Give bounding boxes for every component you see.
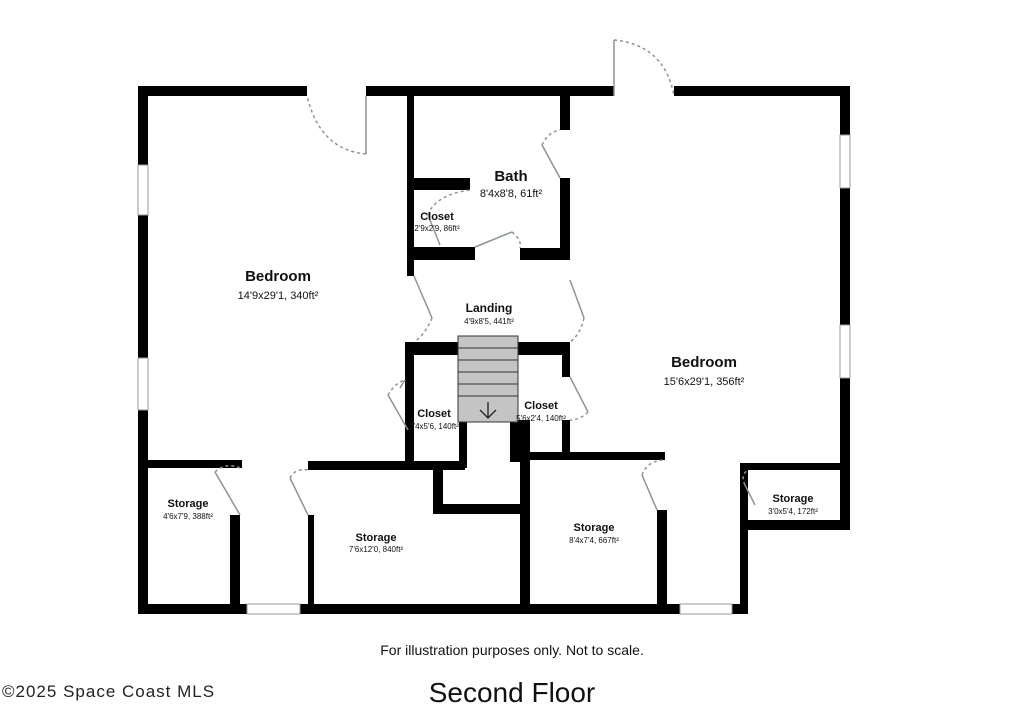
room-dims: 14'9x29'1, 340ft² — [238, 290, 319, 302]
room-name: Storage — [356, 532, 397, 544]
room-name: Bath — [494, 168, 527, 185]
room-dims: 7'6x12'0, 840ft² — [349, 545, 404, 554]
room-name: Storage — [773, 493, 814, 505]
room-dims: 5'6x2'4, 140ft² — [516, 414, 566, 423]
floor-title: Second Floor — [428, 677, 596, 708]
doors — [214, 39, 756, 516]
room-dims: 3'0x5'4, 172ft² — [768, 507, 818, 516]
copyright-watermark: ©2025 Space Coast MLS — [2, 682, 216, 701]
room-dims: 4'9x8'5, 441ft² — [464, 317, 514, 326]
room-dims: 2'9x2'9, 86ft² — [414, 224, 460, 233]
room-dims: 15'6x29'1, 356ft² — [664, 376, 745, 388]
walls — [138, 86, 850, 614]
room-labels: Bedroom 14'9x29'1, 340ft² Bath 8'4x8'8, … — [163, 168, 818, 554]
room-name: Closet — [524, 400, 558, 412]
room-dims: 4'6x7'9, 388ft² — [163, 512, 213, 521]
staircase — [457, 335, 519, 423]
room-name: Closet — [417, 408, 451, 420]
room-name: Bedroom — [671, 354, 737, 371]
room-name: Closet — [420, 211, 454, 223]
arrow-down-icon — [479, 402, 497, 419]
disclaimer-note: For illustration purposes only. Not to s… — [380, 642, 644, 658]
room-name: Storage — [168, 498, 209, 510]
room-name: Landing — [466, 301, 513, 315]
windows — [137, 134, 851, 615]
room-name: Bedroom — [245, 268, 311, 285]
room-name: Storage — [574, 522, 615, 534]
room-dims: 2'4x5'6, 140ft² — [409, 422, 459, 431]
room-dims: 8'4x8'8, 61ft² — [480, 188, 543, 200]
room-dims: 8'4x7'4, 667ft² — [569, 536, 619, 545]
